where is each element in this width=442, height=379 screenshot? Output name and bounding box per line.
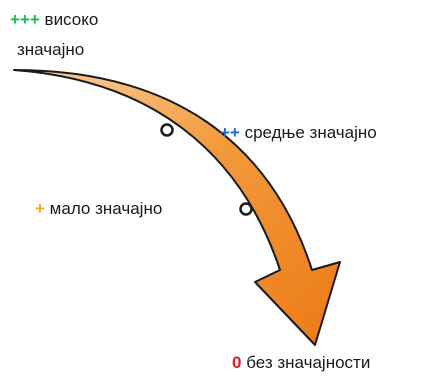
symbol-none: 0 (232, 353, 242, 372)
marker-medium (160, 123, 174, 137)
text-high-line2: значајно (17, 40, 85, 59)
label-medium: ++ средње значајно (220, 122, 377, 144)
label-high-line2: значајно (17, 39, 84, 61)
text-high-line1: високо (44, 10, 99, 29)
marker-low (239, 202, 253, 216)
label-none: 0 без значајности (232, 352, 370, 374)
symbol-high: +++ (10, 10, 40, 29)
label-high-line1: +++ високо (10, 9, 98, 31)
text-none: без значајности (246, 353, 371, 372)
arrow-body (13, 69, 341, 346)
symbol-medium: ++ (220, 123, 240, 142)
text-low: мало значајно (49, 199, 163, 218)
text-medium: средње значајно (244, 123, 377, 142)
symbol-low: + (35, 199, 45, 218)
label-low: + мало значајно (35, 198, 162, 220)
